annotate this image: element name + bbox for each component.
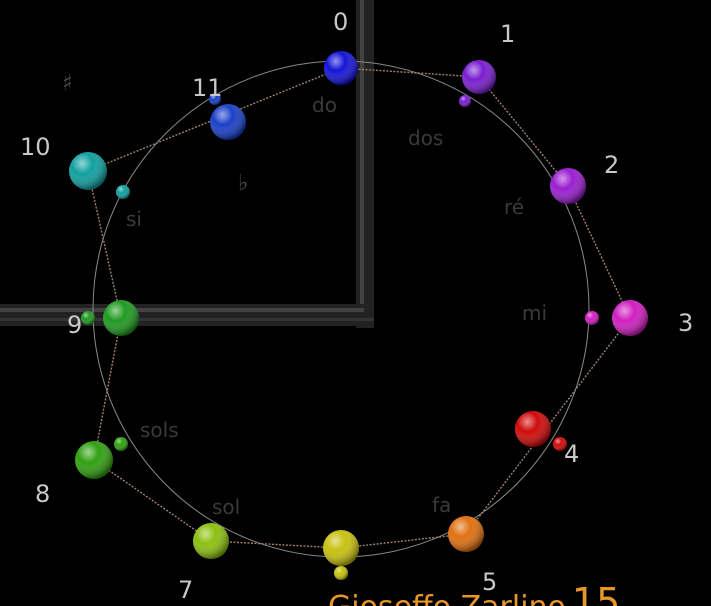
main-sphere-0-highlight — [324, 51, 358, 85]
manuscript-glyph: ♭ — [238, 170, 248, 196]
main-sphere-3-highlight — [612, 300, 648, 336]
pitch-number-3: 3 — [678, 309, 693, 337]
main-sphere-5-highlight — [448, 516, 484, 552]
satellite-sphere-10-highlight — [116, 185, 130, 199]
pitch-sphere-2 — [550, 168, 586, 204]
satellite-sphere-6-highlight — [334, 566, 348, 580]
main-sphere-7-highlight — [193, 523, 229, 559]
main-sphere-2-highlight — [550, 168, 586, 204]
pitch-sphere-4 — [515, 411, 567, 451]
pitch-sphere-5 — [448, 516, 484, 552]
pitch-number-10: 10 — [20, 133, 51, 161]
solfege-do: do — [312, 93, 337, 117]
main-sphere-11-highlight — [210, 104, 246, 140]
pitch-sphere-6 — [323, 530, 359, 580]
pitch-sphere-3 — [585, 300, 648, 336]
solfege-si: si — [126, 207, 142, 231]
solfege-re: ré — [504, 195, 524, 219]
pitch-sphere-0 — [324, 51, 358, 85]
pitch-sphere-7 — [193, 523, 229, 559]
pitch-number-0: 0 — [333, 8, 348, 36]
background-frame — [0, 0, 374, 328]
caption: Gioseffo Zarlino 15 — [328, 580, 620, 606]
solfege-sol: sol — [212, 495, 240, 519]
solfege-mi: mi — [522, 301, 547, 325]
caption-name: Gioseffo Zarlino — [328, 590, 566, 606]
solfege-fa: fa — [432, 493, 451, 517]
main-sphere-6-highlight — [323, 530, 359, 566]
caption-year: 15 — [572, 580, 620, 606]
satellite-sphere-8-highlight — [114, 437, 128, 451]
main-sphere-4-highlight — [515, 411, 551, 447]
pitch-number-1: 1 — [500, 20, 515, 48]
pitch-sphere-10 — [69, 152, 130, 199]
pitch-number-9: 9 — [67, 311, 82, 339]
pitch-number-2: 2 — [604, 151, 619, 179]
satellite-sphere-9-highlight — [81, 311, 95, 325]
pitch-number-11: 11 — [192, 74, 223, 102]
solfege-sols: sols — [140, 418, 179, 442]
pitch-number-7: 7 — [178, 576, 193, 604]
satellite-sphere-3-highlight — [585, 311, 599, 325]
manuscript-glyph: ♯ — [62, 70, 73, 96]
main-sphere-8-highlight — [75, 441, 113, 479]
pitch-sphere-1 — [459, 60, 496, 107]
main-sphere-1-highlight — [462, 60, 496, 94]
main-sphere-10-highlight — [69, 152, 107, 190]
pitch-sphere-8 — [75, 437, 128, 479]
satellite-sphere-1-highlight — [459, 95, 471, 107]
solfege-dos: dos — [408, 126, 443, 150]
pitch-number-4: 4 — [564, 440, 579, 468]
main-sphere-9-highlight — [103, 300, 139, 336]
pitch-number-8: 8 — [35, 480, 50, 508]
